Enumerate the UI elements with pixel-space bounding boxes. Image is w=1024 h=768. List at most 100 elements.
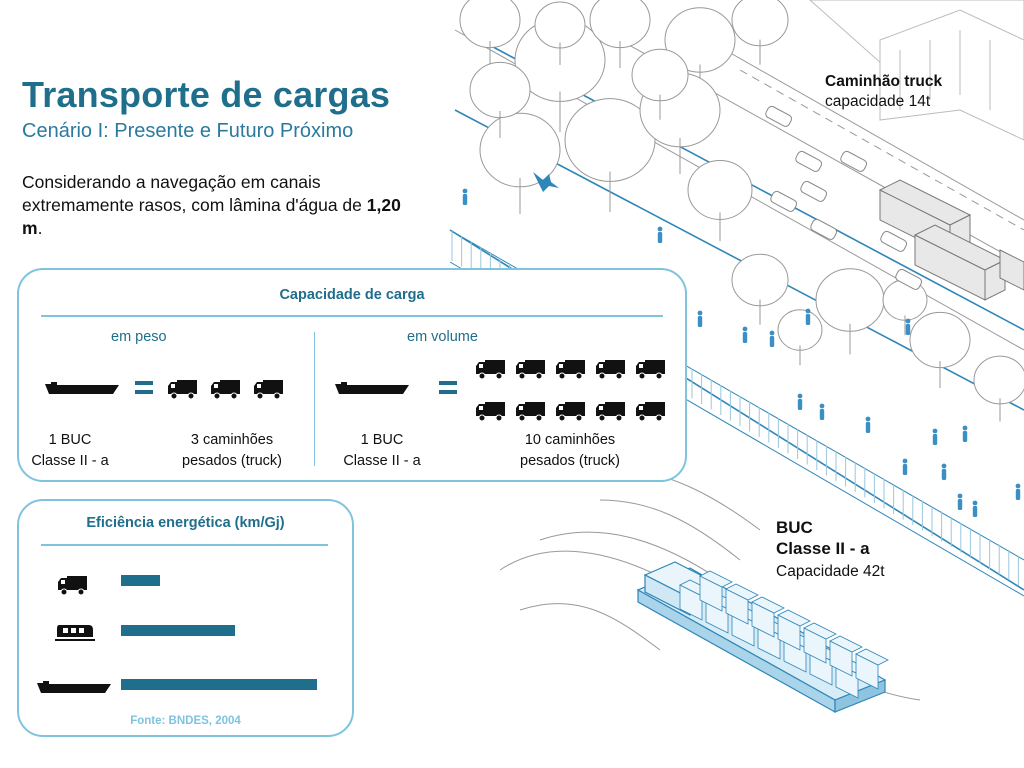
- truck-icon: [476, 360, 505, 380]
- truck-icon: [210, 378, 242, 405]
- divider: [314, 332, 315, 466]
- divider: [41, 315, 663, 317]
- weight-trucks: [167, 378, 287, 400]
- source-note: Fonte: BNDES, 2004: [130, 715, 241, 727]
- truck-icon: [595, 358, 627, 385]
- truck-icon: [596, 360, 625, 380]
- truck-icon: [253, 378, 285, 405]
- tree-icon: [973, 355, 1024, 405]
- tree-icon: [469, 61, 531, 119]
- buc-class: Classe II - a: [776, 539, 870, 558]
- buc-capacity: Capacidade 42t: [776, 563, 885, 580]
- person-icon: [972, 500, 978, 506]
- buc-label: BUC Classe II - a Capacidade 42t: [776, 518, 885, 582]
- truck-icon: [555, 400, 587, 427]
- efficiency-bar-truck: [121, 575, 160, 586]
- person-icon: [769, 330, 775, 336]
- truck-icon: [211, 380, 240, 400]
- truck-icon: [555, 358, 587, 385]
- car-icon: [840, 150, 868, 172]
- tree-icon: [631, 48, 689, 102]
- truck-icon: [168, 380, 197, 400]
- capacity-panel-title: Capacidade de carga: [279, 287, 425, 303]
- truck-icon: [516, 402, 545, 422]
- equals-icon: [135, 381, 153, 399]
- truck-icon: [636, 402, 665, 422]
- person-icon: [962, 425, 968, 431]
- person-icon: [957, 493, 963, 499]
- weight-heading: em peso: [111, 329, 167, 345]
- truck-icon: [595, 400, 627, 427]
- car-icon: [880, 230, 908, 252]
- intro-text: Considerando a navegação em canais extre…: [22, 171, 402, 240]
- tree-icon: [777, 309, 823, 351]
- truck-name: Caminhão truck: [825, 73, 943, 90]
- car-icon: [770, 190, 798, 212]
- trucks-on-road: [878, 179, 1024, 301]
- truck-icon: [636, 360, 665, 380]
- truck-icon: [556, 360, 585, 380]
- intro-depth: 1,20 m: [22, 195, 401, 238]
- truck-icon: [475, 358, 507, 385]
- volume-trucks: [475, 358, 675, 424]
- person-icon: [819, 403, 825, 409]
- efficiency-bars: [121, 575, 317, 705]
- volume-heading: em volume: [407, 329, 478, 345]
- barge-illustration: [636, 561, 889, 714]
- efficiency-bar-train: [121, 625, 235, 636]
- tree-icon: [815, 268, 885, 332]
- tree-icon: [534, 1, 586, 49]
- person-icon: [805, 308, 811, 314]
- efficiency-bar-barge: [121, 679, 317, 690]
- person-icon: [932, 428, 938, 434]
- truck-icon: [167, 378, 199, 405]
- person-icon: [941, 463, 947, 469]
- car-icon: [765, 105, 793, 127]
- car-icon: [795, 150, 823, 172]
- tree-icon: [687, 160, 753, 220]
- person-icon: [1015, 483, 1021, 489]
- truck-icon: [556, 402, 585, 422]
- person-icon: [902, 458, 908, 464]
- truck-icon: [596, 402, 625, 422]
- efficiency-panel-title: Eficiência energética (km/Gj): [86, 515, 285, 531]
- truck-icon: [516, 360, 545, 380]
- person-icon: [865, 416, 871, 422]
- divider: [41, 544, 328, 546]
- person-icon: [697, 310, 703, 316]
- intro-suffix: .: [37, 218, 43, 238]
- truck-icon: [635, 400, 667, 427]
- tree-icon: [459, 0, 521, 49]
- buc-name: BUC: [776, 518, 813, 537]
- barge-icon: [37, 681, 111, 693]
- person-icon: [797, 393, 803, 399]
- equals-icon: [439, 381, 457, 399]
- truck-icon: [515, 358, 547, 385]
- car-icon: [895, 268, 923, 290]
- person-icon: [657, 226, 663, 232]
- truck-icon: [254, 380, 283, 400]
- bird-icon: [533, 172, 559, 192]
- tree-icon: [909, 311, 971, 369]
- person-icon: [742, 326, 748, 332]
- truck-icon: [476, 402, 505, 422]
- barge-icon: [45, 382, 119, 394]
- train-icon: [55, 625, 95, 641]
- car-icon: [810, 218, 838, 240]
- page-subtitle: Cenário I: Presente e Futuro Próximo: [22, 120, 354, 142]
- buildings: [809, 0, 1024, 141]
- capacity-panel: Capacidade de carga em peso em volume 1 …: [17, 268, 687, 482]
- truck-icon: [635, 358, 667, 385]
- barge-icon: [335, 382, 409, 394]
- truck-icon: [515, 400, 547, 427]
- tree-icon: [731, 253, 789, 307]
- person-icon: [905, 318, 911, 324]
- person-icon: [462, 188, 468, 194]
- truck-label: Caminhão truck capacidade 14t: [825, 72, 942, 112]
- efficiency-panel: Eficiência energética (km/Gj) Fonte: BND…: [17, 499, 354, 737]
